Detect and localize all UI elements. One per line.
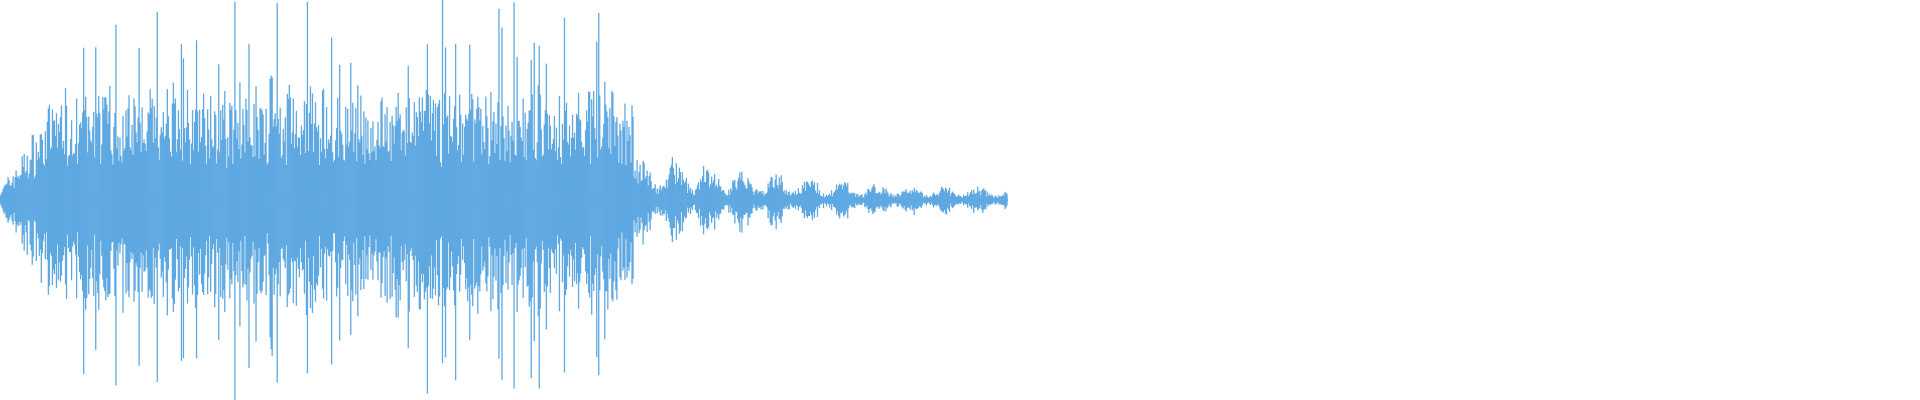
waveform-bars bbox=[0, 0, 1008, 400]
